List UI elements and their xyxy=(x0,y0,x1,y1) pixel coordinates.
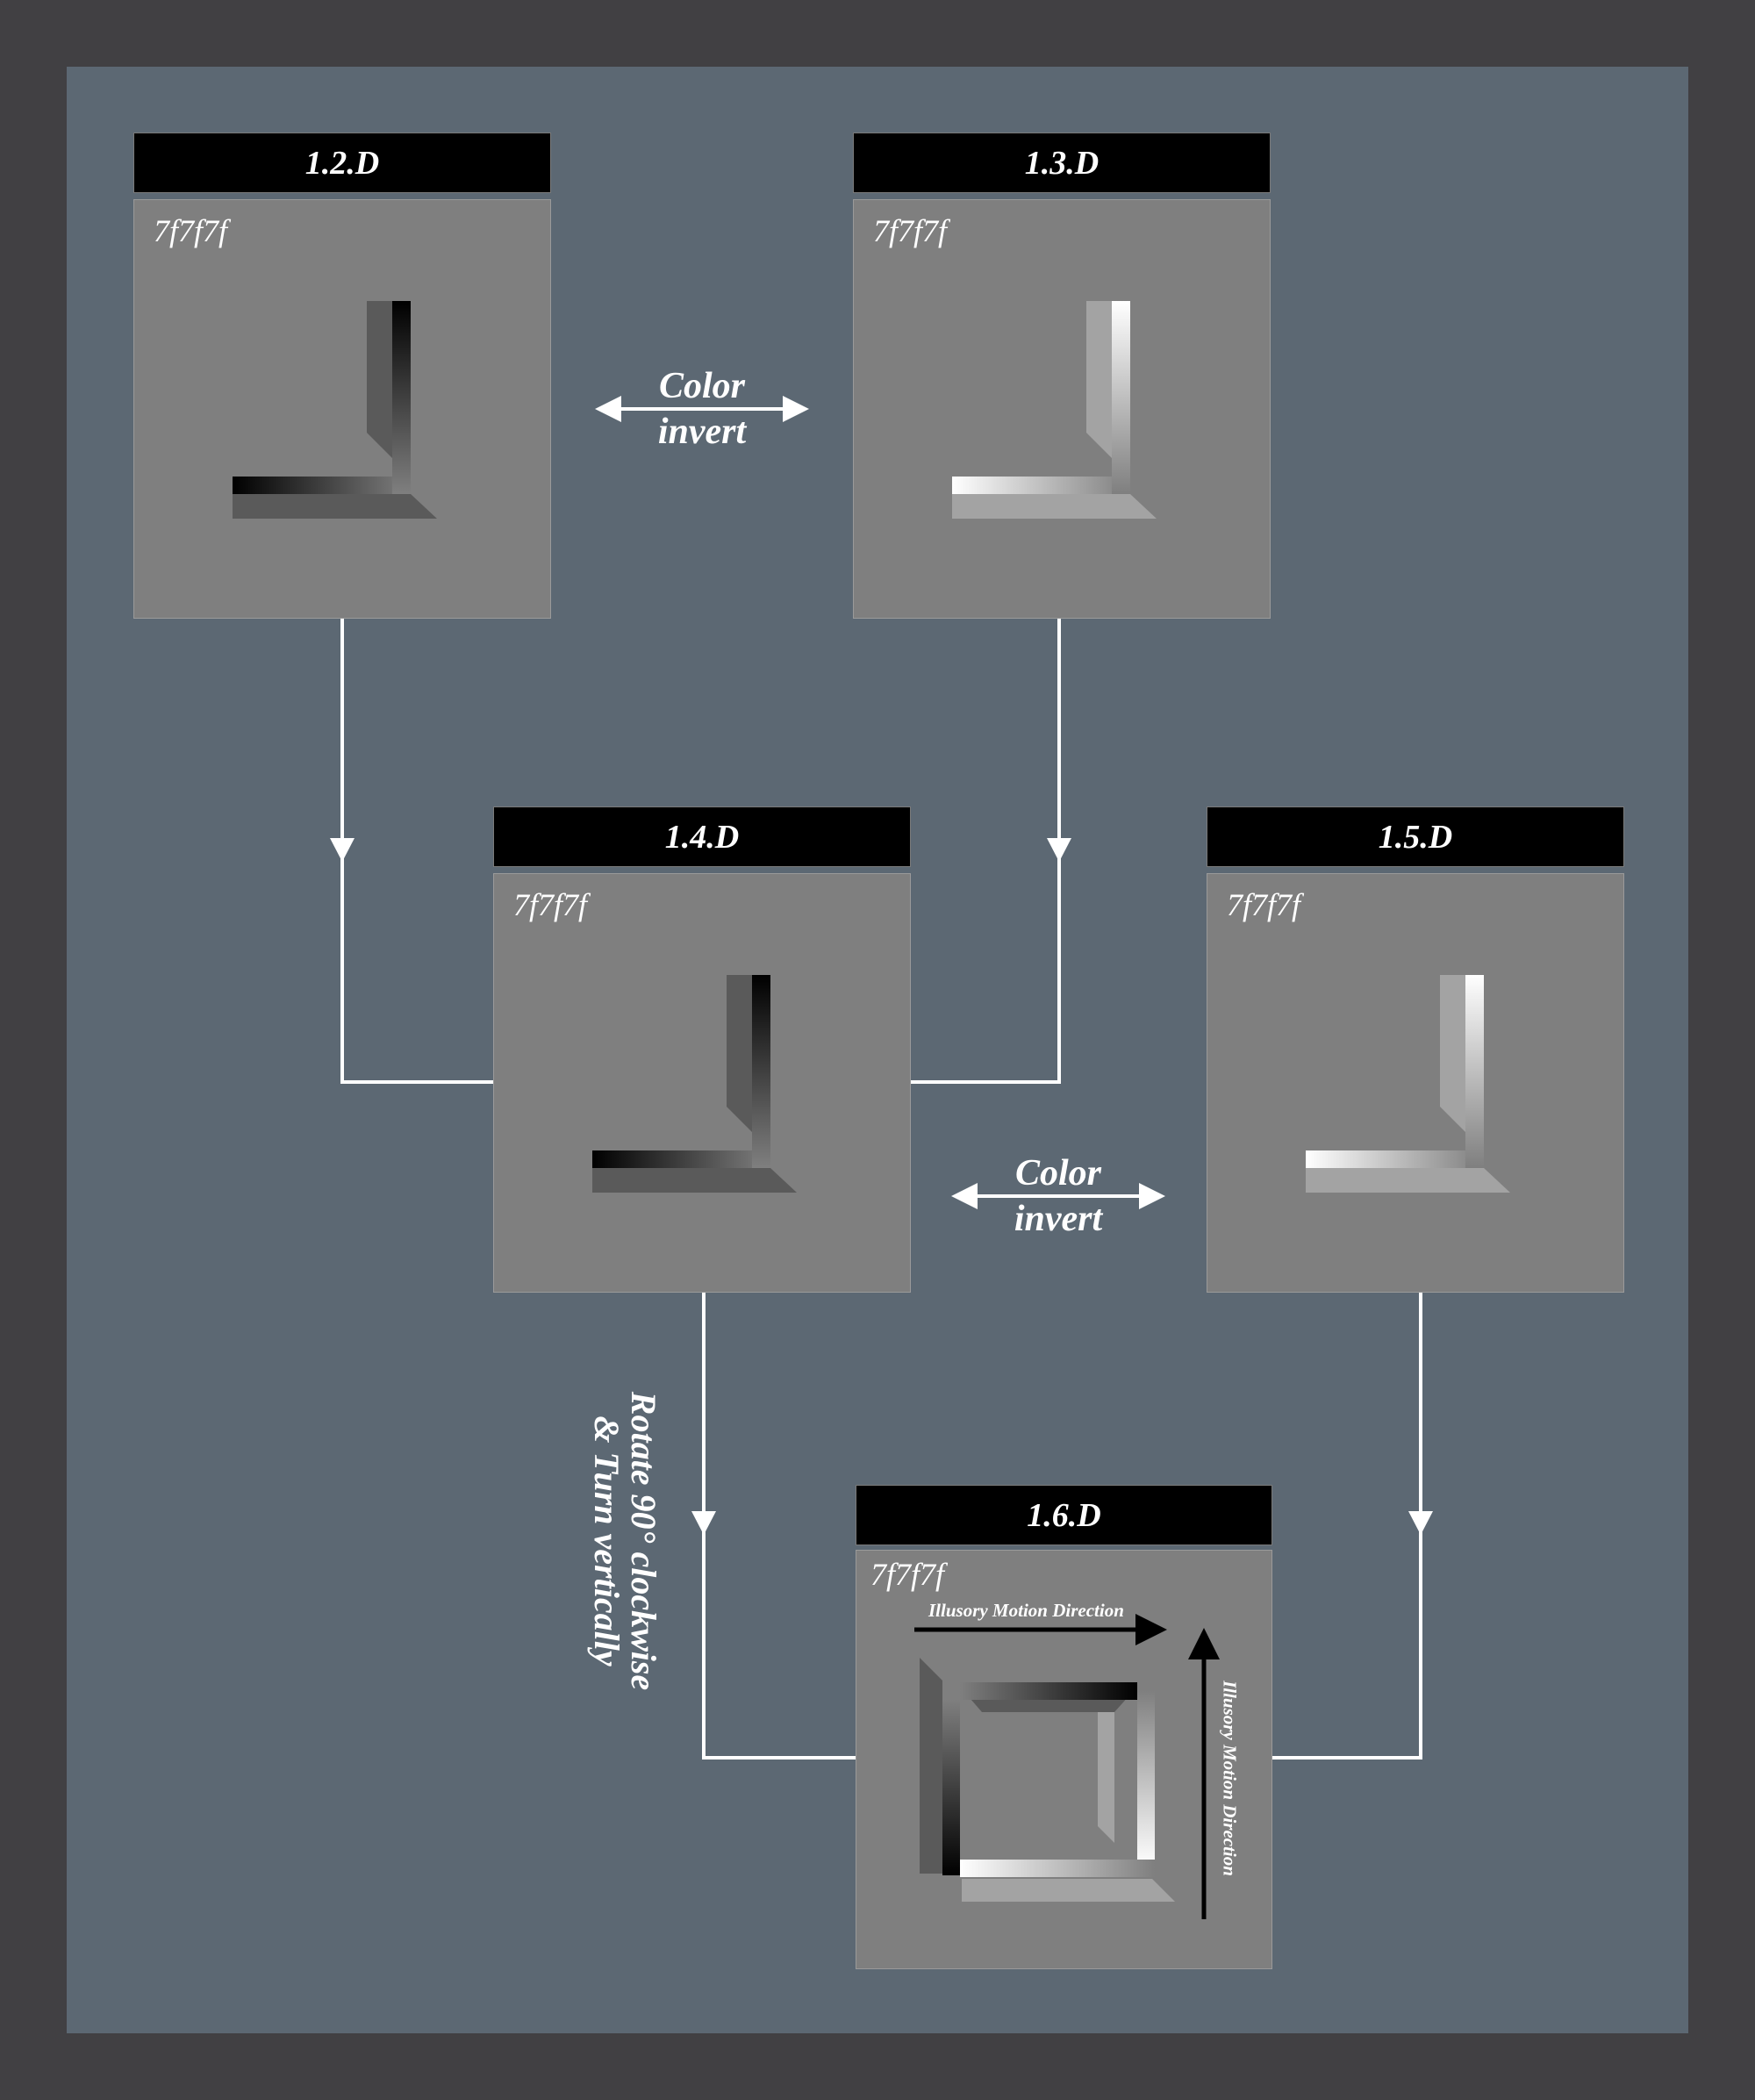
l-shape-figure xyxy=(1306,975,1510,1193)
connector-12-to-14 xyxy=(340,619,494,1084)
hex-label: 7f7f7f xyxy=(870,1557,945,1592)
invert-line-1: Color xyxy=(1014,1153,1102,1193)
connector-15-to-16 xyxy=(1272,1293,1422,1760)
double-arrow-icon xyxy=(951,1183,1165,1209)
square-illusion-figure xyxy=(914,1614,1220,1919)
rotate-line-1: Rotate 90° clockwise xyxy=(624,1391,663,1691)
hex-label: 7f7f7f xyxy=(154,213,228,248)
l-shape-figure xyxy=(592,975,797,1193)
connector-14-to-16 xyxy=(702,1293,856,1760)
figure-box-1-4-d: 7f7f7f xyxy=(493,873,911,1293)
invert-line-1: Color xyxy=(658,366,746,406)
down-arrow-icon xyxy=(1408,1511,1433,1535)
figure-box-1-6-d: 7f7f7f xyxy=(856,1550,1272,1969)
title-text: 1.3.D xyxy=(1024,144,1100,182)
invert-line-2: invert xyxy=(657,412,747,452)
title-text: 1.2.D xyxy=(304,144,380,182)
title-1-5-d: 1.5.D xyxy=(1207,806,1624,867)
title-1-2-d: 1.2.D xyxy=(133,133,551,193)
figure-box-1-2-d: 7f7f7f xyxy=(133,199,551,619)
down-arrow-icon xyxy=(691,1511,716,1535)
figure-box-1-3-d: 7f7f7f xyxy=(853,199,1271,619)
title-text: 1.6.D xyxy=(1027,1496,1101,1534)
color-invert-label-mid: Color invert xyxy=(971,1150,1146,1242)
arrow-right-icon xyxy=(914,1614,1167,1645)
motion-label-vertical: Illusory Motion Direction xyxy=(1219,1681,1241,1876)
invert-line-2: invert xyxy=(1014,1199,1103,1239)
color-invert-label-top: Color invert xyxy=(614,363,790,455)
figure-box-1-5-d: 7f7f7f xyxy=(1207,873,1624,1293)
down-arrow-icon xyxy=(1047,838,1071,862)
title-text: 1.4.D xyxy=(664,818,740,856)
title-1-3-d: 1.3.D xyxy=(853,133,1271,193)
l-shape-figure xyxy=(233,301,437,519)
title-text: 1.5.D xyxy=(1378,818,1453,856)
rotate-line-2: & Turn vertically xyxy=(587,1416,627,1666)
arrow-up-icon xyxy=(1188,1628,1220,1919)
rotate-turn-note: Rotate 90° clockwise & Turn vertically xyxy=(583,1370,663,1712)
double-arrow-icon xyxy=(595,396,809,422)
title-1-6-d: 1.6.D xyxy=(856,1485,1272,1545)
l-shape-figure xyxy=(952,301,1157,519)
connector-13-to-14 xyxy=(910,619,1061,1084)
motion-label-horizontal: Illusory Motion Direction xyxy=(928,1600,1124,1621)
title-1-4-d: 1.4.D xyxy=(493,806,911,867)
down-arrow-icon xyxy=(330,838,355,862)
hex-label: 7f7f7f xyxy=(873,213,948,248)
hex-label: 7f7f7f xyxy=(513,887,588,922)
hex-label: 7f7f7f xyxy=(1227,887,1301,922)
